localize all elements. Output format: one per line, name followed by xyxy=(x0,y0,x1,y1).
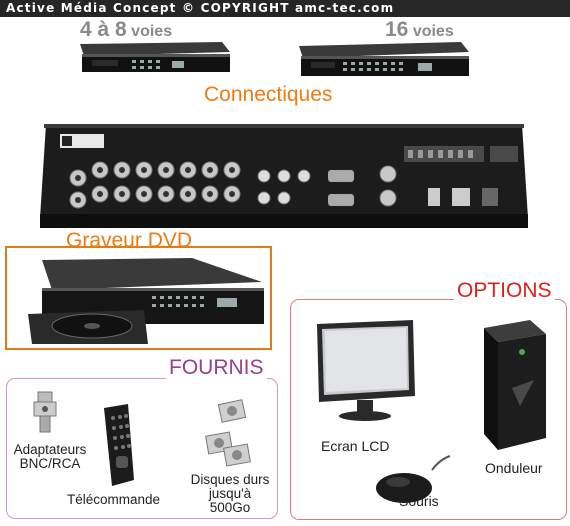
dvr-4-8-channels-image xyxy=(80,42,230,72)
disques-label: Disques durs jusqu'à 500Go xyxy=(187,473,273,515)
dvd-recorder-image xyxy=(28,258,264,344)
mouse-icon xyxy=(376,455,451,503)
adaptateurs-label-line1: Adaptateurs xyxy=(13,442,87,457)
model-small-unit: voies xyxy=(131,23,173,40)
fournis-box xyxy=(6,378,278,519)
bnc-rca-adapter-icon xyxy=(33,391,57,433)
telecommande-label: Télécommande xyxy=(67,492,161,507)
onduleur-label: Onduleur xyxy=(485,460,543,476)
ups-onduleur-icon xyxy=(484,320,546,450)
dvr-16-channels-image xyxy=(299,42,469,76)
fournis-title: FOURNIS xyxy=(166,356,267,380)
hard-disk-icon xyxy=(218,399,247,423)
disques-label-line1: Disques durs xyxy=(190,472,270,487)
remote-control-icon xyxy=(104,404,134,486)
souris-label: Souris xyxy=(399,493,439,509)
model-large-count: 16 xyxy=(385,18,409,41)
options-box xyxy=(290,299,567,520)
hard-disk-stack-icon xyxy=(205,431,251,467)
model-small-label: 4 à 8 voies xyxy=(80,18,172,42)
model-large-unit: voies xyxy=(412,23,454,40)
lcd-monitor-icon xyxy=(317,320,415,421)
ecran-lcd-label: Ecran LCD xyxy=(321,438,390,454)
adaptateurs-label-line2: BNC/RCA xyxy=(19,456,81,471)
options-title: OPTIONS xyxy=(454,279,555,303)
adaptateurs-label: Adaptateurs BNC/RCA xyxy=(8,443,92,471)
model-small-count: 4 à 8 xyxy=(80,18,127,41)
model-large-label: 16 voies xyxy=(385,18,454,42)
disques-label-line2: jusqu'à 500Go xyxy=(208,486,252,515)
dvr-back-panel-image xyxy=(40,124,528,228)
connectiques-title: Connectiques xyxy=(204,83,333,106)
copyright-header: Active Média Concept © COPYRIGHT amc-tec… xyxy=(0,0,570,17)
